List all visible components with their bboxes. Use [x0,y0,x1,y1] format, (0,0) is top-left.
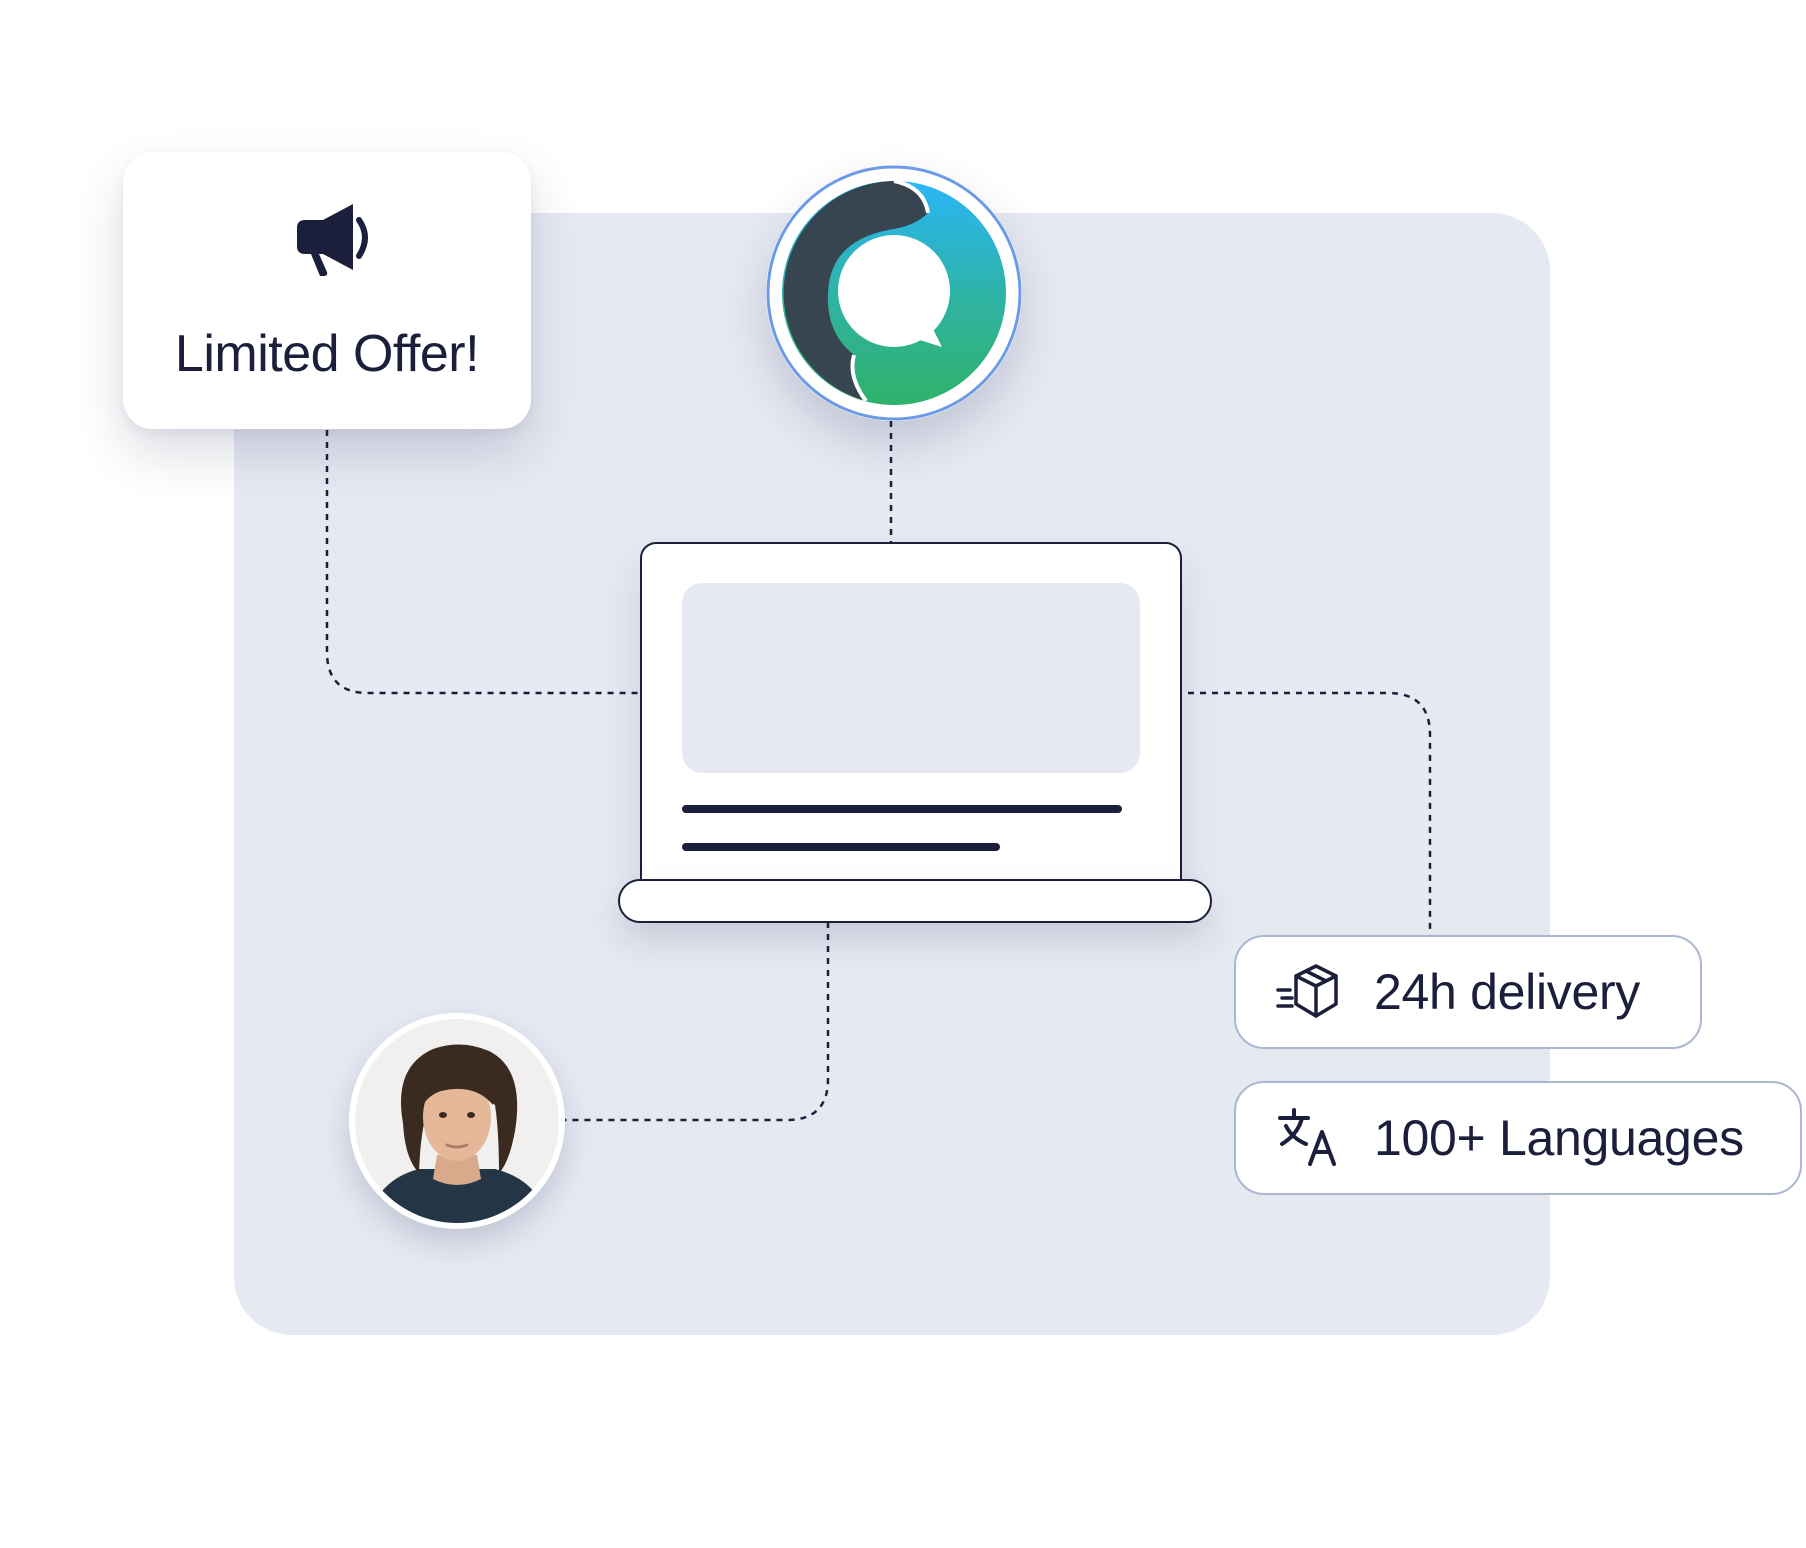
limited-offer-card: Limited Offer! [123,152,531,429]
feature-pill-delivery: 24h delivery [1234,935,1702,1049]
avatar [349,1013,565,1229]
feature-pill-languages: 100+ Languages [1234,1081,1802,1195]
translate-icon [1278,1108,1336,1166]
megaphone-icon [297,204,368,276]
brand-logo [766,165,1022,421]
person-portrait-icon [349,1013,565,1229]
offer-title: Limited Offer! [174,325,480,383]
feature-label-languages: 100+ Languages [1374,1110,1744,1166]
laptop-text-line [682,805,1122,813]
laptop-screen [640,542,1182,884]
chat-bubble-logo-icon [766,165,1022,421]
laptop-illustration [615,538,1212,923]
laptop-base [618,879,1212,923]
feature-label-delivery: 24h delivery [1374,964,1641,1020]
laptop-screen-panel [682,583,1140,773]
laptop-text-line-short [682,843,1000,851]
package-delivery-icon [1276,964,1338,1018]
